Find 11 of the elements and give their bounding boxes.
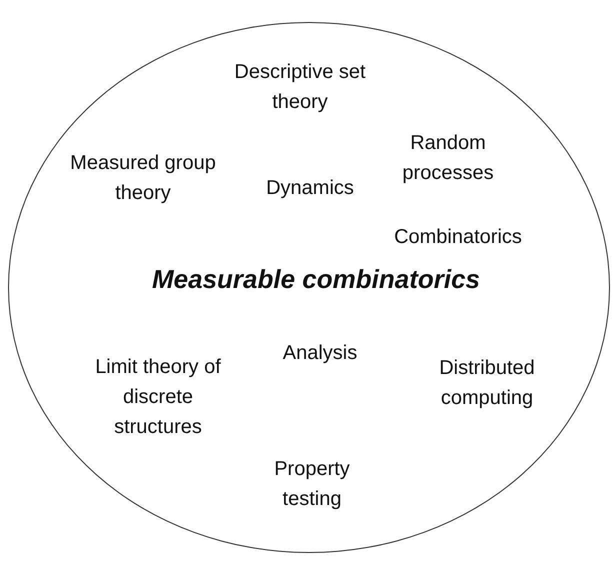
- oval-region: [8, 22, 610, 553]
- topic-label: Random processes: [401, 131, 495, 186]
- topic-label: Limit theory of discrete structures: [94, 355, 222, 440]
- region-title: Measurable combinatorics: [152, 264, 480, 294]
- topic-label: Dynamics: [265, 176, 355, 201]
- topic-label: Distributed computing: [438, 356, 536, 411]
- topic-label: Property testing: [273, 457, 351, 512]
- topic-label: Combinatorics: [393, 225, 523, 250]
- topic-label: Measured group theory: [69, 151, 217, 206]
- topic-label: Analysis: [282, 341, 358, 366]
- topic-label: Descriptive set theory: [233, 60, 367, 115]
